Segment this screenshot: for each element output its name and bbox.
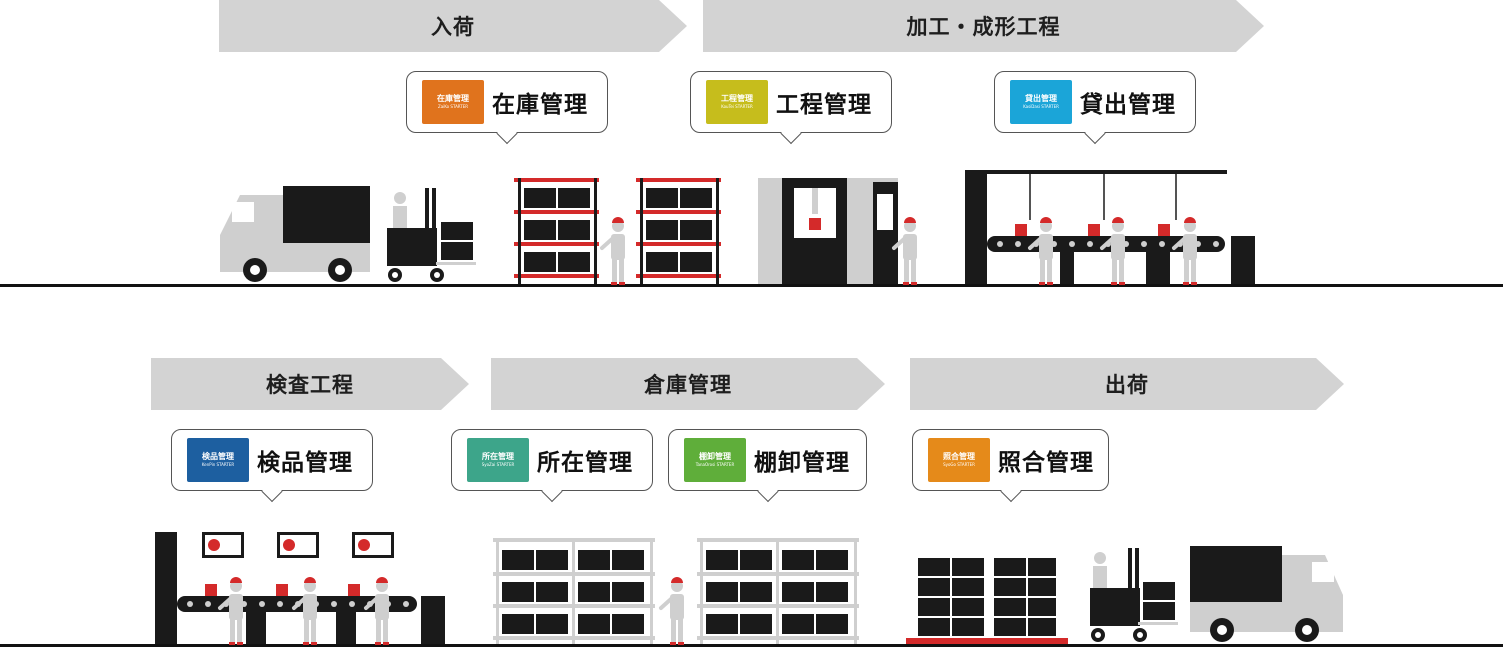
- callout-label: 棚卸管理: [754, 450, 850, 476]
- badge-title: 在庫管理: [437, 94, 469, 103]
- badge-subtitle: KenPin STARTER: [201, 462, 235, 467]
- kashidashi-starter-logo: 貸出管理 KasiDasi STARTER: [1010, 80, 1072, 124]
- truck-left: [220, 186, 370, 282]
- stage-label: 倉庫管理: [644, 373, 732, 397]
- truck-right: [1190, 546, 1343, 642]
- callout-shogo[interactable]: 照合管理 SyoGo STARTER 照合管理: [912, 429, 1109, 491]
- stage-label: 出荷: [1105, 373, 1149, 397]
- shogo-starter-logo: 照合管理 SyoGo STARTER: [928, 438, 990, 482]
- stage-shukka: 出荷: [910, 358, 1344, 410]
- callout-tanaoroshi[interactable]: 棚卸管理 TanaOrosi STARTER 棚卸管理: [668, 429, 867, 491]
- badge-title: 工程管理: [721, 94, 753, 103]
- stage-kako: 加工・成形工程: [703, 0, 1264, 52]
- stage-soko: 倉庫管理: [491, 358, 885, 410]
- badge-subtitle: KouTei STARTER: [721, 104, 753, 109]
- callout-label: 照合管理: [998, 450, 1094, 476]
- callout-kashidashi[interactable]: 貸出管理 KasiDasi STARTER 貸出管理: [994, 71, 1196, 133]
- badge-subtitle: ZaiKo STARTER: [437, 104, 469, 109]
- conveyor-top: [965, 170, 1255, 287]
- stage-kensa: 検査工程: [151, 358, 469, 410]
- callout-kenpin[interactable]: 検品管理 KenPin STARTER 検品管理: [171, 429, 373, 491]
- callout-label: 所在管理: [537, 450, 633, 476]
- warehouse-shelves: [493, 538, 859, 647]
- stage-label: 加工・成形工程: [906, 15, 1061, 39]
- badge-subtitle: TanaOrosi STARTER: [695, 462, 735, 467]
- kenpin-starter-logo: 検品管理 KenPin STARTER: [187, 438, 249, 482]
- badge-subtitle: KasiDasi STARTER: [1023, 104, 1059, 109]
- zaiko-starter-logo: 在庫管理 ZaiKo STARTER: [422, 80, 484, 124]
- badge-title: 貸出管理: [1025, 94, 1057, 103]
- badge-subtitle: SyoGo STARTER: [943, 462, 975, 467]
- red-shelves-top: [514, 178, 721, 287]
- pallet-boxes: [906, 558, 1068, 644]
- forklift-top: [387, 188, 476, 282]
- callout-label: 在庫管理: [492, 92, 588, 118]
- shozai-starter-logo: 所在管理 SyoZai STARTER: [467, 438, 529, 482]
- callout-kotei[interactable]: 工程管理 KouTei STARTER 工程管理: [690, 71, 892, 133]
- ground-line-top: [0, 284, 1503, 287]
- badge-subtitle: SyoZai STARTER: [481, 462, 515, 467]
- badge-title: 所在管理: [482, 452, 514, 461]
- kotei-starter-logo: 工程管理 KouTei STARTER: [706, 80, 768, 124]
- callout-label: 検品管理: [257, 450, 353, 476]
- processing-machine: [758, 178, 919, 287]
- stage-nyuka: 入荷: [219, 0, 687, 52]
- badge-title: 棚卸管理: [699, 452, 731, 461]
- stage-label: 検査工程: [266, 373, 354, 397]
- stage-label: 入荷: [431, 15, 475, 39]
- forklift-bottom: [1090, 548, 1178, 642]
- callout-zaiko[interactable]: 在庫管理 ZaiKo STARTER 在庫管理: [406, 71, 608, 133]
- callout-label: 工程管理: [776, 92, 872, 118]
- inspection-line: [155, 532, 445, 647]
- badge-title: 検品管理: [202, 452, 234, 461]
- badge-title: 照合管理: [943, 452, 975, 461]
- callout-label: 貸出管理: [1080, 92, 1176, 118]
- ground-line-bottom: [0, 644, 1503, 647]
- callout-shozai[interactable]: 所在管理 SyoZai STARTER 所在管理: [451, 429, 653, 491]
- tanaoroshi-starter-logo: 棚卸管理 TanaOrosi STARTER: [684, 438, 746, 482]
